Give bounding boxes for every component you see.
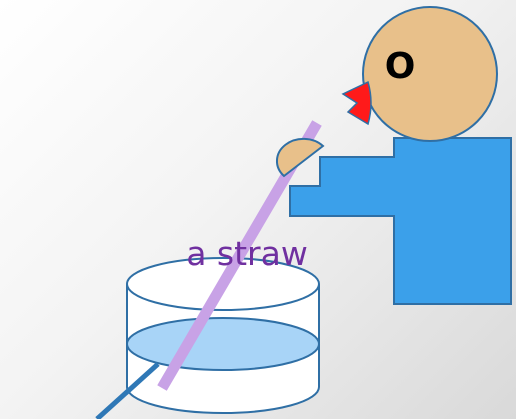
straw-label: a straw [186, 234, 308, 273]
person-hand [277, 139, 323, 176]
person: O [290, 7, 511, 304]
person-eye: O [385, 46, 416, 87]
water-surface [127, 318, 319, 370]
person-body [290, 138, 511, 304]
person-head [363, 7, 497, 141]
person-mouth [343, 82, 371, 124]
